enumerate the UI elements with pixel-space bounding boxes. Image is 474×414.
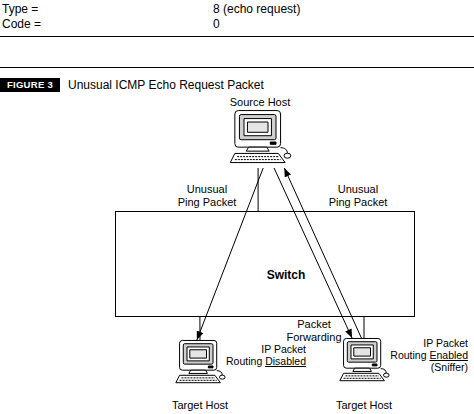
field-name: Type = bbox=[2, 3, 38, 17]
mouse-cord bbox=[217, 371, 223, 376]
host-computer: Target HostIP Packet Routing Disabled bbox=[174, 340, 226, 390]
keyboard-keys bbox=[235, 157, 281, 160]
screen-window bbox=[354, 348, 371, 356]
computer-icon bbox=[338, 338, 390, 388]
keyboard bbox=[230, 153, 285, 162]
monitor-screen bbox=[244, 119, 271, 136]
monitor-case bbox=[344, 338, 381, 368]
mouse-cord bbox=[281, 148, 288, 154]
network-cable bbox=[258, 168, 259, 211]
screen-window bbox=[190, 350, 207, 358]
monitor-screen bbox=[351, 345, 373, 359]
edge-label: Unusual Ping Packet bbox=[327, 183, 389, 208]
network-cable bbox=[364, 317, 365, 338]
mouse-cord bbox=[381, 369, 387, 374]
rule-line bbox=[0, 67, 474, 68]
field-value: 8 (echo request) bbox=[213, 3, 300, 17]
keyboard bbox=[340, 373, 385, 380]
monitor-stand bbox=[189, 370, 208, 373]
mouse bbox=[220, 375, 226, 379]
monitor-case bbox=[235, 111, 281, 148]
routing-note: IP Packet Routing Enabled (Sniffer) bbox=[386, 337, 468, 373]
monitor-stand bbox=[246, 147, 269, 151]
edge-label: Unusual Ping Packet bbox=[176, 183, 238, 208]
node-label: Switch bbox=[256, 269, 316, 283]
routing-note: IP Packet Routing Disabled bbox=[224, 343, 306, 367]
figure-caption: Unusual ICMP Echo Request Packet bbox=[68, 78, 264, 92]
field-name: Code = bbox=[2, 18, 41, 32]
host-computer: Source Host bbox=[228, 110, 292, 168]
rule-line bbox=[0, 36, 474, 37]
switch-box: Switch bbox=[115, 211, 415, 317]
power-button bbox=[208, 366, 213, 368]
node-label: Target Host bbox=[160, 399, 240, 412]
mouse bbox=[384, 373, 390, 377]
keyboard-keys bbox=[344, 376, 381, 378]
monitor-stand bbox=[353, 368, 372, 371]
node-label: Source Host bbox=[220, 96, 300, 109]
word-underline bbox=[265, 366, 306, 367]
figure-number: FIGURE 3 bbox=[0, 78, 60, 92]
host-computer: Target HostIP Packet Routing Enabled (Sn… bbox=[338, 338, 390, 388]
power-button bbox=[270, 142, 276, 144]
word-underline bbox=[429, 360, 468, 361]
node-label: Target Host bbox=[324, 399, 404, 412]
screen-window bbox=[247, 122, 268, 132]
computer-icon bbox=[228, 110, 292, 168]
keyboard bbox=[176, 375, 221, 382]
field-value: 0 bbox=[213, 18, 220, 32]
network-cable bbox=[199, 317, 200, 340]
computer-icon bbox=[174, 340, 226, 390]
keyboard-keys bbox=[180, 378, 217, 380]
power-button bbox=[372, 364, 377, 366]
edge-label: Packet Forwarding bbox=[283, 318, 345, 343]
monitor-bezel bbox=[347, 342, 377, 362]
monitor-bezel bbox=[183, 344, 213, 364]
monitor-bezel bbox=[239, 115, 276, 140]
mouse bbox=[284, 153, 291, 158]
monitor-screen bbox=[187, 347, 209, 361]
monitor-case bbox=[180, 340, 217, 370]
